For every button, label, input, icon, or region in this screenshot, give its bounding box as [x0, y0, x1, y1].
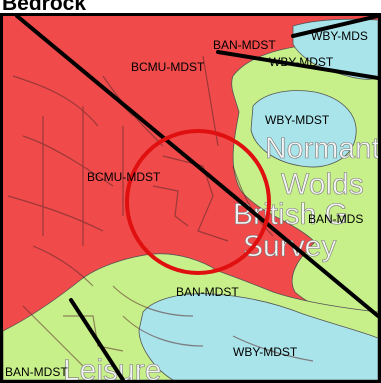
label-ban-mdst-top: BAN-MDST	[213, 38, 276, 52]
label-wby-mdst-mid: WBY-MDST	[265, 113, 330, 127]
wby-mdst-area-mid	[250, 90, 357, 168]
wby-mdst-area-bottom	[138, 293, 378, 380]
map-title: Bedrock	[2, 0, 87, 15]
fault-line-top-right	[291, 16, 378, 38]
label-bcmu-mdst-center: BCMU-MDST	[87, 170, 161, 184]
label-ban-mdst-center: BAN-MDST	[176, 285, 239, 299]
watermark-normanton: Normant	[265, 132, 378, 165]
label-wby-mdst-bottom: WBY-MDST	[233, 345, 298, 359]
site-circle[interactable]	[125, 129, 271, 275]
watermark-leisure: Leisure	[63, 354, 161, 380]
watermark-british: British G	[233, 198, 348, 231]
fault-line-main	[15, 16, 378, 318]
label-ban-mds-right: BAN-MDS	[308, 212, 363, 226]
wby-mdst-area-top	[292, 18, 378, 80]
fault-line-bottom	[69, 298, 125, 380]
bedrock-map[interactable]: Normant Wolds British G Survey Leisure B…	[0, 13, 381, 383]
label-wby-mds-top-right: WBY-MDS	[311, 29, 368, 43]
watermark-wolds: Wolds	[281, 168, 364, 201]
label-bcmu-mdst-top: BCMU-MDST	[131, 60, 205, 74]
label-ban-mdst-bottom-left: BAN-MDST	[5, 365, 68, 379]
streets-layer	[7, 55, 314, 367]
watermark-survey: Survey	[243, 230, 336, 263]
label-wby-mdst-top: WBY-MDST	[269, 55, 334, 69]
fault-lines	[15, 16, 378, 380]
fault-line-top	[216, 50, 378, 80]
